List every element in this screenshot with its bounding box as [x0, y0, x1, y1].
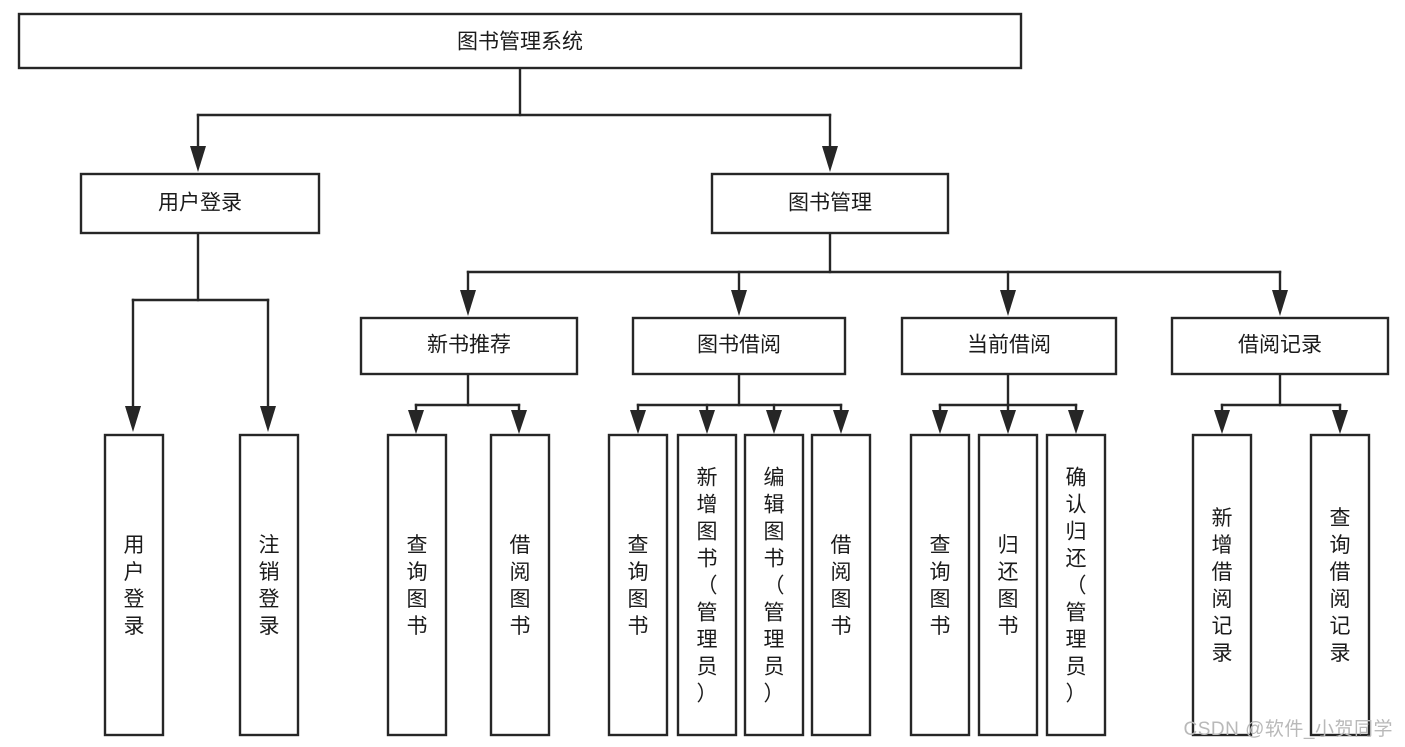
node-book-borrow[interactable]: 图书借阅 — [631, 316, 847, 376]
node-leaf-confirm-return-admin-label: 确认归还（管理员） — [1066, 467, 1087, 706]
node-leaf-add-borrow-record-label: 新增借阅记录 — [1212, 507, 1233, 665]
node-leaf-query-borrow-record-label: 查询借阅记录 — [1330, 507, 1351, 665]
node-leaf-add-book-admin-box[interactable] — [676, 433, 738, 737]
node-book-management-box[interactable] — [710, 172, 950, 235]
node-user-login[interactable]: 用户登录 — [79, 172, 321, 235]
node-book-management-label: 图书管理 — [788, 192, 872, 215]
arrow-head-leaf-return-book — [1000, 410, 1016, 434]
arrow-head-leaf-logout-login — [260, 406, 276, 432]
node-root-box[interactable] — [17, 12, 1023, 70]
arrow-head-book-borrow — [731, 290, 747, 316]
arrow-head-leaf-query-borrow-record — [1332, 410, 1348, 434]
node-leaf-add-book-admin[interactable]: 新增图书（管理员） — [676, 433, 738, 737]
node-leaf-add-borrow-record-box[interactable] — [1191, 433, 1253, 737]
node-current-borrow[interactable]: 当前借阅 — [900, 316, 1118, 376]
node-root[interactable]: 图书管理系统 — [17, 12, 1023, 70]
arrow-head-leaf-user-login — [125, 406, 141, 432]
node-leaf-query-borrow-record[interactable]: 查询借阅记录 — [1309, 433, 1371, 737]
connector-layer — [125, 66, 1348, 434]
node-leaf-query-book-borrow-label: 查询图书 — [628, 534, 649, 638]
node-current-borrow-label: 当前借阅 — [967, 334, 1051, 357]
node-user-login-label: 用户登录 — [158, 192, 242, 215]
node-new-book-recommend-label: 新书推荐 — [427, 334, 511, 357]
node-book-borrow-label: 图书借阅 — [697, 334, 781, 357]
node-leaf-edit-book-admin-box[interactable] — [743, 433, 805, 737]
node-leaf-edit-book-admin[interactable]: 编辑图书（管理员） — [743, 433, 805, 737]
node-borrow-record-label: 借阅记录 — [1238, 334, 1322, 357]
node-leaf-query-book-current-box[interactable] — [909, 433, 971, 737]
node-leaf-user-login[interactable]: 用户登录 — [103, 433, 165, 737]
node-leaf-borrow-book-recommend-box[interactable] — [489, 433, 551, 737]
node-leaf-query-book-recommend[interactable]: 查询图书 — [386, 433, 448, 737]
node-leaf-borrow-book-box[interactable] — [810, 433, 872, 737]
node-leaf-query-book-recommend-label: 查询图书 — [407, 534, 428, 638]
arrow-head-leaf-borrow-book-recommend — [511, 410, 527, 434]
node-leaf-borrow-book[interactable]: 借阅图书 — [810, 433, 872, 737]
node-leaf-confirm-return-admin-box[interactable] — [1045, 433, 1107, 737]
arrow-head-leaf-borrow-book — [833, 410, 849, 434]
node-new-book-recommend-box[interactable] — [359, 316, 579, 376]
node-user-login-box[interactable] — [79, 172, 321, 235]
node-leaf-query-borrow-record-box[interactable] — [1309, 433, 1371, 737]
node-leaf-query-book-borrow-box[interactable] — [607, 433, 669, 737]
node-leaf-user-login-box[interactable] — [103, 433, 165, 737]
arrow-head-user-login — [190, 146, 206, 172]
node-leaf-query-book-current-label: 查询图书 — [930, 534, 951, 638]
arrow-head-borrow-record — [1272, 290, 1288, 316]
arrow-head-leaf-confirm-return-admin — [1068, 410, 1084, 434]
node-leaf-borrow-book-label: 借阅图书 — [831, 534, 852, 638]
node-leaf-logout-login[interactable]: 注销登录 — [238, 433, 300, 737]
node-leaf-logout-login-label: 注销登录 — [259, 534, 280, 638]
arrow-head-leaf-query-book-borrow — [630, 410, 646, 434]
node-book-management[interactable]: 图书管理 — [710, 172, 950, 235]
arrow-head-leaf-add-book-admin — [699, 410, 715, 434]
node-leaf-user-login-label: 用户登录 — [124, 534, 145, 638]
node-current-borrow-box[interactable] — [900, 316, 1118, 376]
node-borrow-record-box[interactable] — [1170, 316, 1390, 376]
node-leaf-borrow-book-recommend-label: 借阅图书 — [510, 534, 531, 638]
node-leaf-query-book-borrow[interactable]: 查询图书 — [607, 433, 669, 737]
node-leaf-return-book-label: 归还图书 — [998, 534, 1019, 638]
node-leaf-return-book-box[interactable] — [977, 433, 1039, 737]
arrow-head-current-borrow — [1000, 290, 1016, 316]
node-leaf-add-book-admin-label: 新增图书（管理员） — [697, 467, 718, 706]
node-leaf-return-book[interactable]: 归还图书 — [977, 433, 1039, 737]
node-book-borrow-box[interactable] — [631, 316, 847, 376]
arrow-head-new-book-recommend — [460, 290, 476, 316]
node-leaf-borrow-book-recommend[interactable]: 借阅图书 — [489, 433, 551, 737]
node-leaf-query-book-current[interactable]: 查询图书 — [909, 433, 971, 737]
arrow-head-leaf-query-book-current — [932, 410, 948, 434]
csdn-watermark: CSDN @软件_小贺同学 — [1183, 719, 1393, 740]
arrow-head-leaf-add-borrow-record — [1214, 410, 1230, 434]
arrow-head-book-management — [822, 146, 838, 172]
node-leaf-edit-book-admin-label: 编辑图书（管理员） — [764, 467, 785, 706]
node-leaf-add-borrow-record[interactable]: 新增借阅记录 — [1191, 433, 1253, 737]
arrow-head-leaf-query-book-recommend — [408, 410, 424, 434]
node-leaf-confirm-return-admin[interactable]: 确认归还（管理员） — [1045, 433, 1107, 737]
node-new-book-recommend[interactable]: 新书推荐 — [359, 316, 579, 376]
node-leaf-query-book-recommend-box[interactable] — [386, 433, 448, 737]
node-leaf-logout-login-box[interactable] — [238, 433, 300, 737]
node-root-label: 图书管理系统 — [457, 31, 583, 54]
node-borrow-record[interactable]: 借阅记录 — [1170, 316, 1390, 376]
arrow-head-leaf-edit-book-admin — [766, 410, 782, 434]
